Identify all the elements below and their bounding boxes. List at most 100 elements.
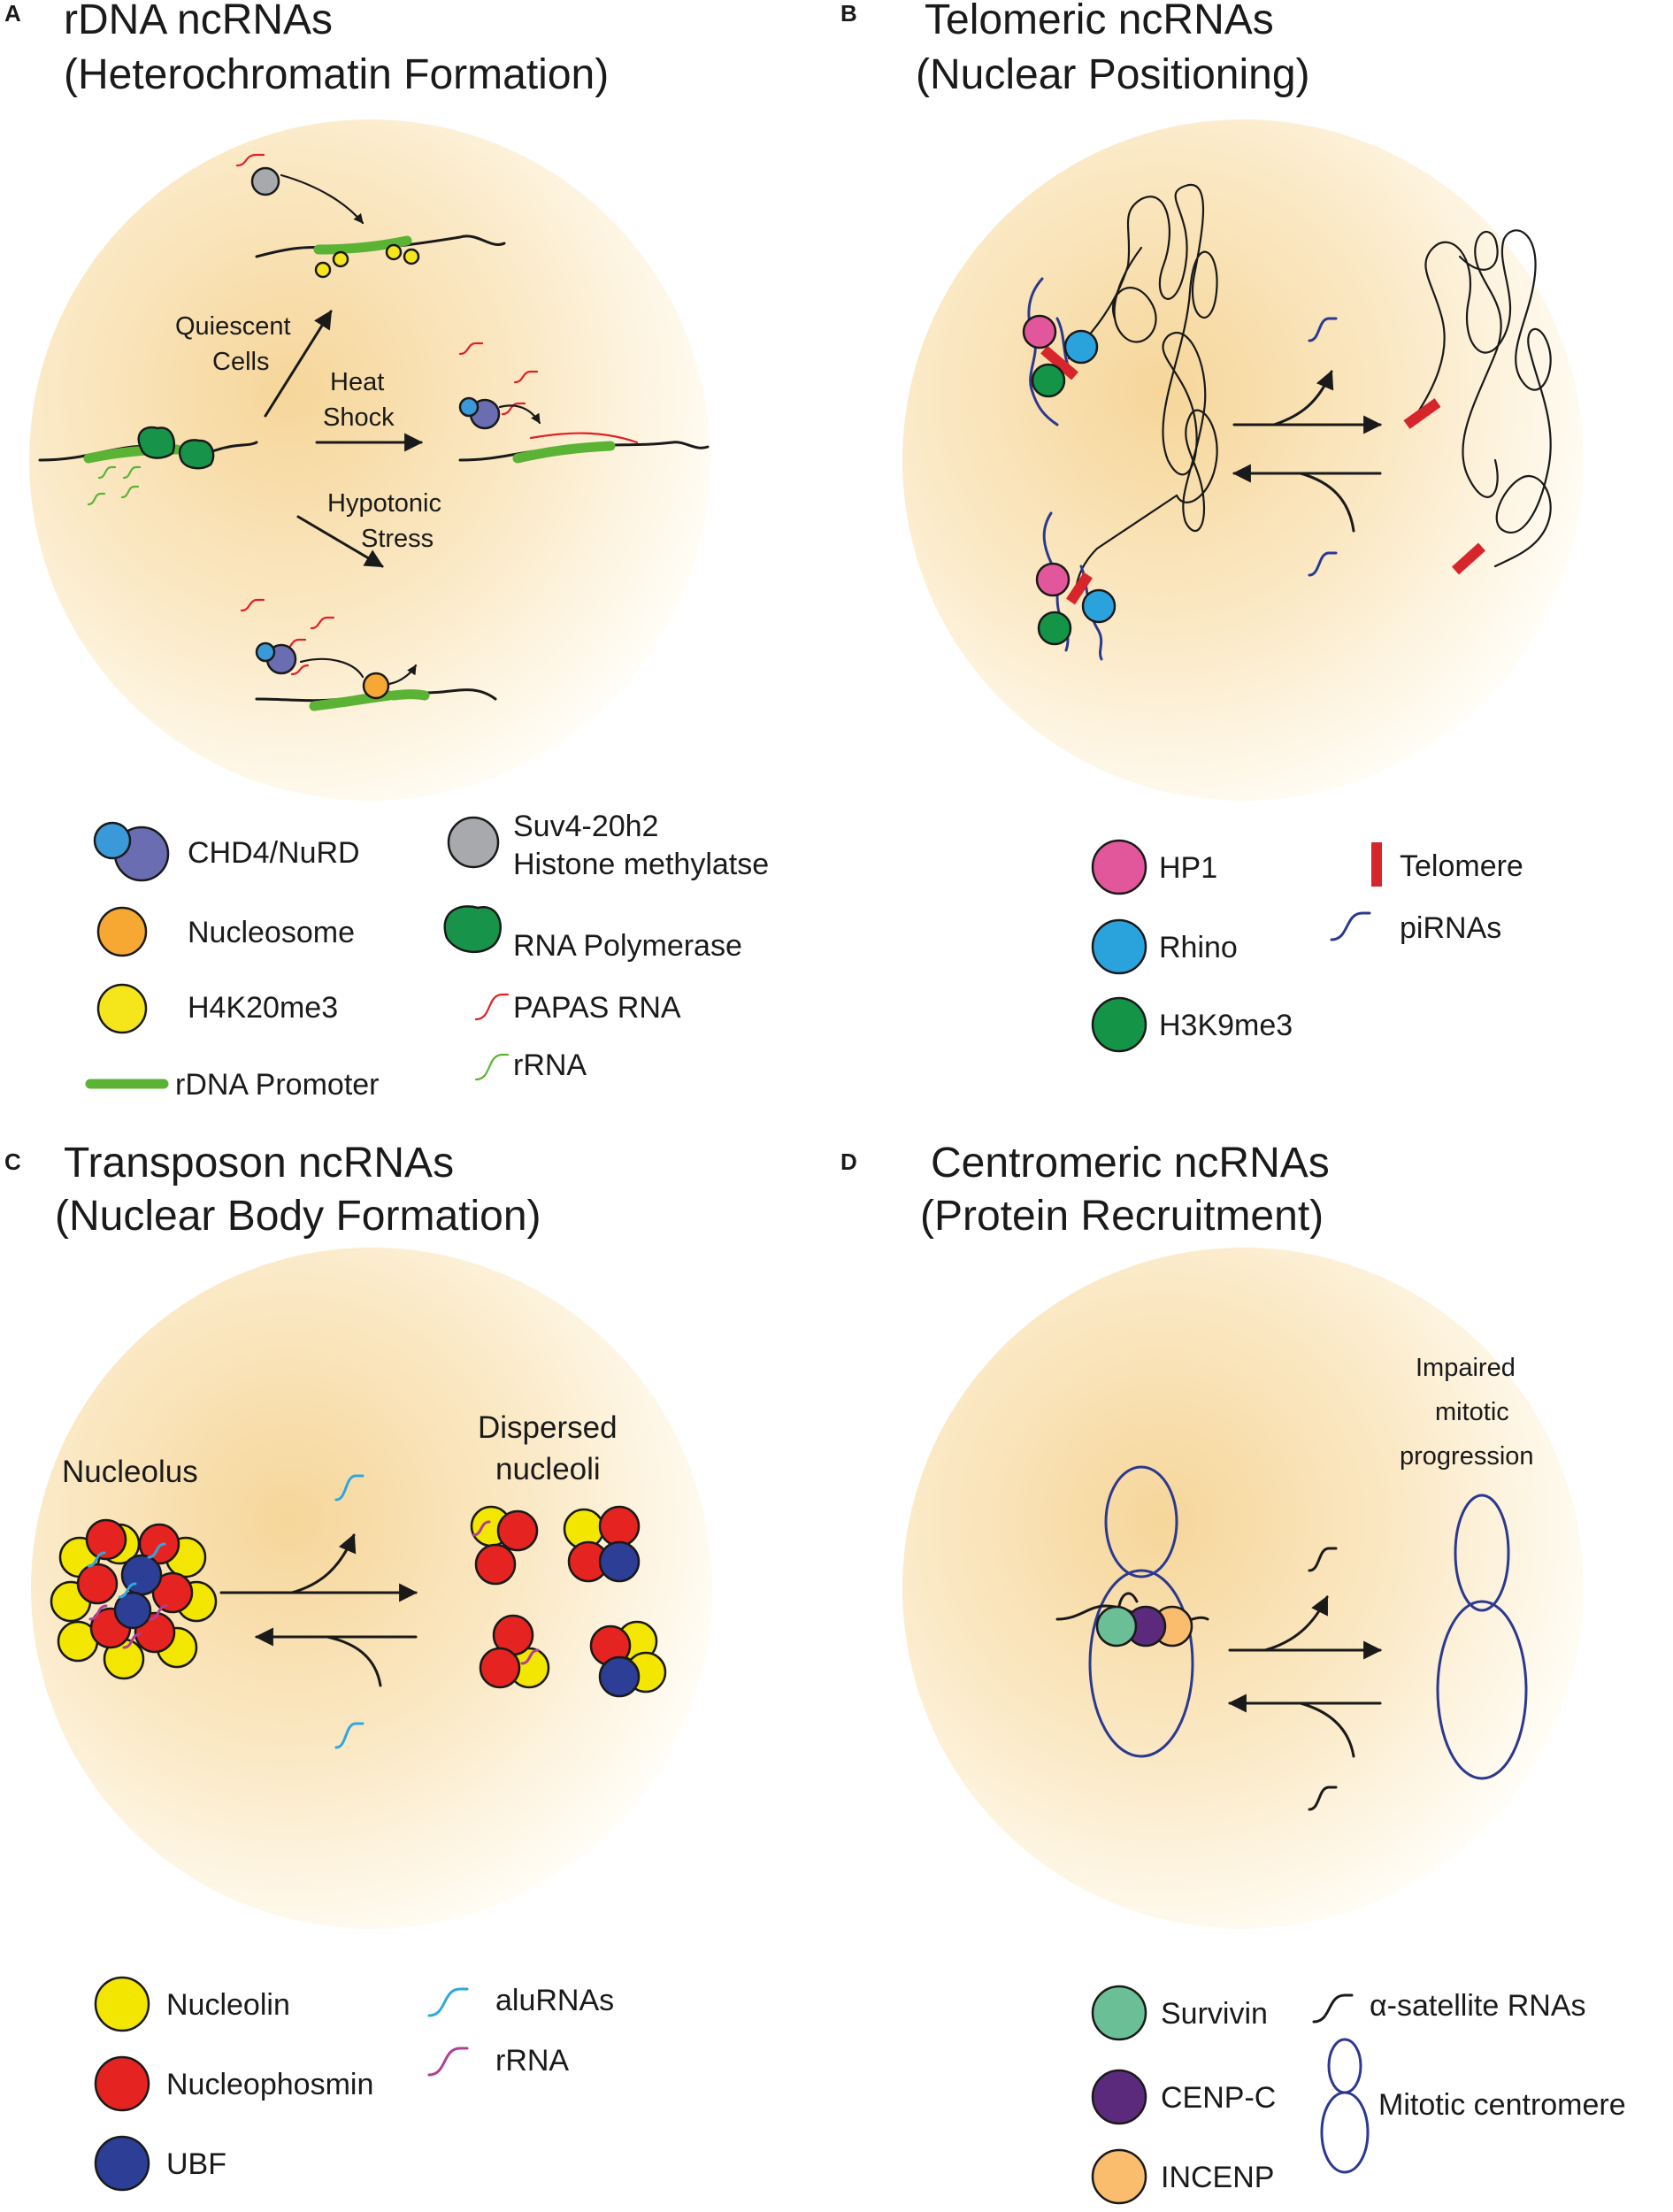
legend-cenpc-label: CENP-C <box>1161 2081 1276 2115</box>
h4k20me3-ball <box>314 261 332 279</box>
alpha-satellite-glyph <box>1308 1547 1338 1572</box>
rdna-promoter-segment <box>512 441 616 464</box>
alurna-glyph <box>147 1542 166 1559</box>
bind-curve <box>1299 472 1355 533</box>
legend-nucleosome-label: Nucleosome <box>188 916 355 949</box>
nucleophosmin-ball <box>479 1647 521 1689</box>
hypotonic-arrow <box>296 515 384 568</box>
nucleophosmin-ball <box>474 1543 517 1586</box>
chromatin-fiber <box>1112 246 1157 343</box>
alpha-satellite-glyph <box>1308 1786 1338 1811</box>
nucleophosmin-ball <box>76 1563 119 1605</box>
heat-label: Heat <box>330 368 384 396</box>
legend-b: HP1 Rhino H3K9me3 Telomere piRNAs <box>1091 839 1523 1053</box>
legend-mitotic-centromere-label: Mitotic centromere <box>1378 2088 1626 2122</box>
ubf-ball <box>598 1540 641 1583</box>
panel-d-subtitle: (Protein Recruitment) <box>920 1193 1324 1240</box>
legend-survivin-label: Survivin <box>1161 1997 1268 2031</box>
legend-telomere-label: Telomere <box>1400 849 1523 883</box>
legend-chd4-icon <box>93 821 132 860</box>
telomere-mark <box>1403 398 1441 429</box>
nucleus-c <box>31 1248 712 1929</box>
chromatin-fiber <box>1414 229 1552 568</box>
quiescent-label: Quiescent <box>175 312 291 341</box>
legend-suv-label-2: Histone methylatse <box>513 848 769 881</box>
rhino-ball <box>1063 329 1099 365</box>
nucleus-a <box>29 119 710 801</box>
pirna-glyph <box>1308 551 1338 577</box>
legend-nucleolin-icon <box>94 1976 150 2032</box>
pirna-glyph <box>1308 317 1338 342</box>
legend-hp1-label: HP1 <box>1159 851 1217 885</box>
chd4-ball <box>458 396 480 418</box>
legend-rrna-icon <box>474 1053 510 1081</box>
release-arrow <box>290 1533 357 1594</box>
legend-papas-icon <box>474 993 510 1021</box>
papas-rna-glyph <box>501 402 526 416</box>
legend-polymerase-icon <box>443 905 502 954</box>
alurna-glyph <box>334 1474 365 1502</box>
rna-polymerase <box>179 439 215 470</box>
telomere-mark <box>1066 572 1093 605</box>
panel-c-title: Transposon ncRNAs <box>64 1140 454 1187</box>
rrna-glyph <box>472 1520 491 1537</box>
ubf-ball <box>113 1591 152 1630</box>
panel-b: B Telomeric ncRNAs (Nuclear Positioning) <box>840 0 1584 1053</box>
small-arrow <box>498 404 541 425</box>
dispersed-label: Dispersed <box>478 1410 618 1445</box>
legend-incenp-label: INCENP <box>1161 2161 1274 2194</box>
alpha-satellite-strand <box>1117 1592 1139 1608</box>
nucleophosmin-ball <box>598 1505 641 1548</box>
legend-alurna-label: aluRNAs <box>495 1984 614 2017</box>
centromere-upper-lobe <box>1454 1494 1510 1612</box>
h3k9me3-ball <box>1037 611 1072 646</box>
legend-h3k9me3-label: H3K9me3 <box>1159 1009 1293 1042</box>
telomere-mark <box>1040 345 1078 380</box>
panel-c-subtitle: (Nuclear Body Formation) <box>55 1193 541 1240</box>
legend-survivin-icon <box>1091 1985 1147 2041</box>
legend-alpha-satellite-label: α-satellite RNAs <box>1370 1989 1586 2023</box>
rrna-glyph <box>120 485 140 499</box>
bind-curve <box>326 1635 382 1687</box>
legend-h4k20me3-label: H4K20me3 <box>188 991 338 1025</box>
legend-h4k20me3-icon <box>96 983 148 1034</box>
legend-pirna-icon <box>1330 911 1371 941</box>
panel-b-subtitle: (Nuclear Positioning) <box>916 51 1310 98</box>
h3k9me3-ball <box>1031 363 1066 398</box>
chromatin-fiber <box>1458 230 1502 498</box>
panel-d: D Centromeric ncRNAs (Protein Recruitmen… <box>840 1140 1626 2205</box>
legend-suv-icon <box>447 816 500 869</box>
nucleus-b <box>902 119 1584 801</box>
rrna-glyph <box>520 1648 540 1665</box>
release-arrow <box>1263 1595 1329 1652</box>
rrna-glyph <box>122 465 142 480</box>
hp1-ball <box>1035 562 1071 597</box>
nucleoli-label: nucleoli <box>495 1452 601 1486</box>
legend-rhino-icon <box>1091 918 1147 975</box>
legend-c: Nucleolin Nucleophosmin UBF aluRNAs rRNA <box>94 1976 614 2192</box>
rhino-ball <box>1081 588 1117 624</box>
nucleophosmin-ball <box>496 1509 539 1552</box>
panel-b-title: Telomeric ncRNAs <box>925 0 1274 43</box>
papas-rna-glyph <box>310 616 335 630</box>
panel-c-label: C <box>4 1148 21 1175</box>
legend-nucleophosmin-label: Nucleophosmin <box>166 2068 373 2101</box>
h4k20me3-ball <box>403 248 420 265</box>
rdna-promoter-segment <box>388 689 430 701</box>
legend-chd4-label: CHD4/NuRD <box>188 836 360 870</box>
dispersed-nucleoli <box>470 1505 667 1698</box>
alurna-glyph <box>87 1551 106 1568</box>
rrna-glyph <box>97 465 117 480</box>
legend-hp1-icon <box>1091 839 1147 895</box>
centromere-lower-lobe <box>1436 1600 1528 1780</box>
legend-papas-label: PAPAS RNA <box>513 991 681 1025</box>
panel-a: A rDNA ncRNAs (Heterochromatin Formation… <box>4 0 769 1102</box>
papas-rna-long <box>529 432 639 444</box>
alurna-glyph <box>118 1582 137 1599</box>
release-arrow <box>1272 370 1334 426</box>
hp1-ball <box>1022 314 1057 349</box>
panel-a-title: rDNA ncRNAs <box>64 0 333 43</box>
impaired-label: Impaired <box>1416 1354 1516 1382</box>
panel-d-label: D <box>840 1148 857 1175</box>
